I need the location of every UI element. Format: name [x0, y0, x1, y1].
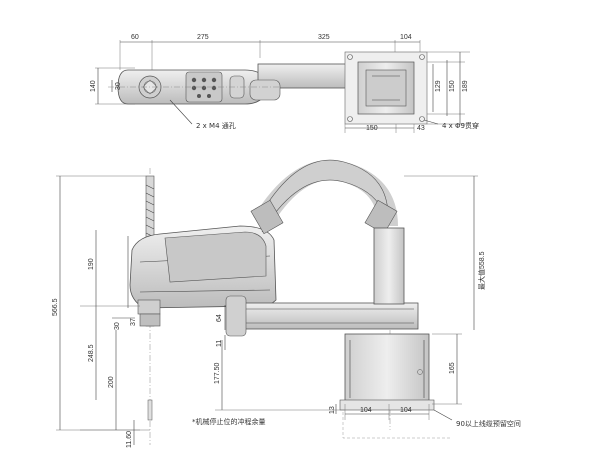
callout-holes: 2 x M4 通孔: [196, 121, 236, 130]
top-base-cap: [365, 69, 407, 107]
dim-566-5: 566.5: [52, 298, 59, 316]
arm1-cover: [164, 231, 267, 283]
dim-top-104: 104: [400, 34, 412, 41]
base-bolt: [417, 369, 423, 375]
cable-duct: [253, 160, 398, 228]
dim-64: 64: [216, 314, 223, 322]
dim-right-150: 150: [449, 80, 456, 92]
dim-11: 11: [216, 340, 223, 347]
leader-mount: [423, 119, 439, 125]
leader-holes: [169, 99, 193, 125]
dim-13: 13: [329, 406, 336, 414]
arm2-body: [235, 302, 419, 330]
dim-bottom-104b: 104: [400, 407, 412, 414]
mount-hole-2: [419, 54, 425, 60]
mount-hole-4: [419, 116, 425, 122]
quill-flange: [139, 313, 161, 327]
dim-177-50: 177.50: [214, 362, 221, 384]
dim-165: 165: [449, 362, 456, 374]
dim-right-189: 189: [462, 80, 469, 92]
base-body: [344, 333, 430, 405]
leader-cable: [433, 409, 453, 421]
dim-37: 37: [130, 318, 137, 326]
column: [373, 227, 405, 305]
side-view: 566.5 248.5 200 11.60 190 30 37 64 11 17…: [52, 159, 521, 448]
dim-max-558-5: 最大值558.5: [477, 251, 486, 290]
dim-bottom-104a: 104: [360, 407, 372, 414]
shaft-tip: [147, 399, 153, 421]
base-plate: [339, 399, 435, 411]
quill-nut: [137, 299, 161, 315]
top-elbow: [249, 79, 281, 101]
dim-200: 200: [108, 376, 115, 388]
note-cable-space: 90以上线缆预留空间: [456, 419, 521, 428]
note-stroke-margin: *机械停止位的冲程余量: [192, 417, 266, 426]
dim-top-325: 325: [318, 34, 330, 41]
dim-left-140: 140: [90, 80, 97, 92]
callout-mount: 4 x Φ9贯穿: [442, 121, 479, 130]
elbow-joint: [225, 295, 247, 337]
dim-bottom-43: 43: [417, 125, 425, 132]
dim-248-5: 248.5: [88, 344, 95, 362]
dim-right-129: 129: [435, 80, 442, 92]
dim-11-60: 11.60: [126, 431, 133, 448]
dim-bottom-150: 150: [366, 125, 378, 132]
dim-190: 190: [88, 258, 95, 270]
connector-ports: [191, 77, 217, 98]
mount-hole-3: [347, 116, 353, 122]
cable-space-outline: [342, 412, 452, 439]
dim-top-275: 275: [197, 34, 209, 41]
duct-connector-left: [250, 199, 284, 235]
dim-30-small: 30: [114, 322, 121, 330]
top-view: 60 275 325 104 150 43 140 30 129 150 189…: [90, 34, 479, 133]
mount-hole-1: [347, 54, 353, 60]
dim-left-30: 30: [115, 82, 122, 90]
top-joint-square: [142, 79, 158, 95]
dim-top-60: 60: [131, 34, 139, 41]
